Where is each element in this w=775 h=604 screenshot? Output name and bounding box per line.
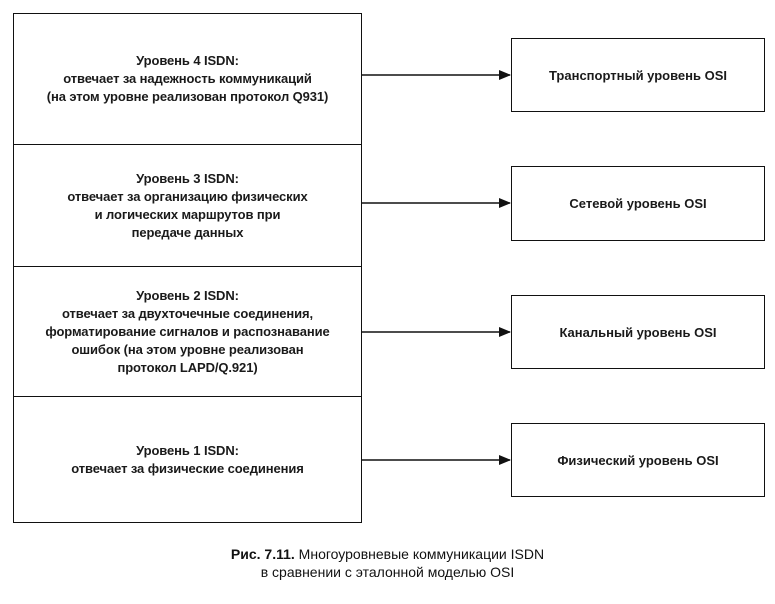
osi-datalink-layer-box: Канальный уровень OSI <box>511 295 765 369</box>
isdn-layer-3-line: и логических маршрутов при <box>94 206 281 222</box>
osi-transport-layer-box: Транспортный уровень OSI <box>511 38 765 112</box>
isdn-layer-1-line: отвечает за физические соединения <box>71 460 304 476</box>
isdn-layer-2: Уровень 2 ISDN: отвечает за двухточечные… <box>14 266 361 396</box>
caption-line-2: в сравнении с эталонной моделью OSI <box>260 564 515 580</box>
isdn-layer-1-title: Уровень 1 ISDN: <box>136 442 239 458</box>
isdn-layer-3-title: Уровень 3 ISDN: <box>136 170 239 186</box>
caption-title: Многоуровневые коммуникации ISDN <box>294 546 545 562</box>
osi-network-layer-box: Сетевой уровень OSI <box>511 166 765 241</box>
isdn-layer-4-text: Уровень 4 ISDN: отвечает за надежность к… <box>47 52 329 106</box>
isdn-layer-1-text: Уровень 1 ISDN: отвечает за физические с… <box>71 442 304 478</box>
isdn-layer-stack: Уровень 4 ISDN: отвечает за надежность к… <box>13 13 362 523</box>
osi-physical-layer-label: Физический уровень OSI <box>557 452 719 468</box>
isdn-layer-2-line: форматирование сигналов и распознавание <box>45 323 330 339</box>
isdn-layer-1: Уровень 1 ISDN: отвечает за физические с… <box>14 396 361 522</box>
isdn-layer-4-line: (на этом уровне реализован протокол Q931… <box>46 89 329 104</box>
figure-number: Рис. 7.11. <box>230 546 295 562</box>
caption-line-1: Рис. 7.11. Многоуровневые коммуникации I… <box>0 545 775 563</box>
isdn-layer-3-line: отвечает за организацию физических <box>67 188 308 204</box>
osi-datalink-layer-label: Канальный уровень OSI <box>559 324 717 340</box>
figure-caption: Рис. 7.11. Многоуровневые коммуникации I… <box>0 545 775 581</box>
osi-network-layer-label: Сетевой уровень OSI <box>569 196 707 211</box>
isdn-layer-2-line: ошибок (на этом уровне реализован <box>71 341 304 357</box>
isdn-layer-2-text: Уровень 2 ISDN: отвечает за двухточечные… <box>45 287 329 377</box>
isdn-layer-3-line: передаче данных <box>131 224 244 240</box>
osi-transport-layer-label: Транспортный уровень OSI <box>548 67 728 83</box>
isdn-layer-3-text: Уровень 3 ISDN: отвечает за организацию … <box>67 170 307 242</box>
isdn-layer-4-line: отвечает за надежность коммуникаций <box>63 71 312 86</box>
osi-physical-layer-box: Физический уровень OSI <box>511 423 765 497</box>
isdn-layer-3: Уровень 3 ISDN: отвечает за организацию … <box>14 144 361 266</box>
isdn-layer-2-line: протокол LAPD/Q.921) <box>117 359 258 375</box>
isdn-layer-4-title: Уровень 4 ISDN: <box>136 53 239 68</box>
isdn-layer-4: Уровень 4 ISDN: отвечает за надежность к… <box>14 14 361 144</box>
isdn-layer-2-line: отвечает за двухточечные соединения, <box>62 305 313 321</box>
isdn-layer-2-title: Уровень 2 ISDN: <box>136 287 239 303</box>
